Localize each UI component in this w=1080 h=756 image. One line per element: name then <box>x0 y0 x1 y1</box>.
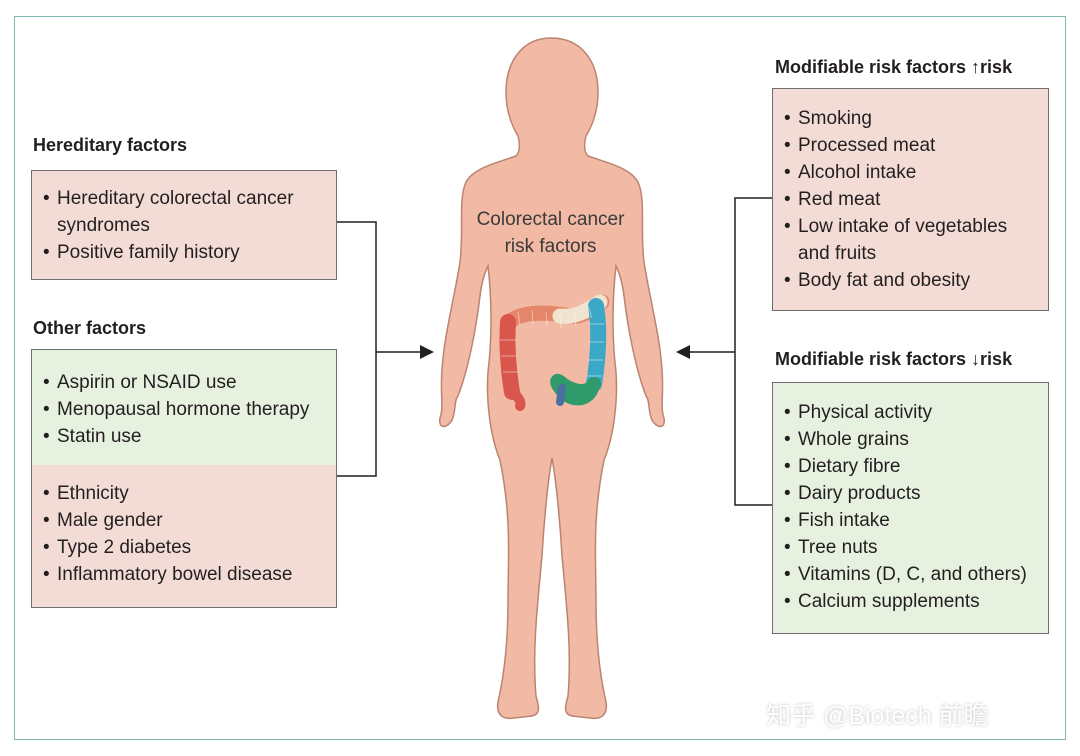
hereditary-list: Hereditary colorectal cancer syndromes P… <box>43 185 328 266</box>
body-label: Colorectal cancer risk factors <box>448 206 653 260</box>
list-item: Red meat <box>784 186 1040 213</box>
list-item: Menopausal hormone therapy <box>43 396 328 423</box>
list-item: Positive family history <box>43 239 328 266</box>
other-heading: Other factors <box>33 318 147 338</box>
figure-frame <box>14 16 1066 740</box>
watermark: 知乎 @Biotech 前瞻 <box>766 702 989 730</box>
other-pink-list: Ethnicity Male gender Type 2 diabetes In… <box>43 480 328 588</box>
list-item: Smoking <box>784 105 1040 132</box>
list-item: Low intake of vegetables and fruits <box>784 213 1016 267</box>
list-item: Hereditary colorectal cancer syndromes <box>43 185 307 239</box>
modifiable-down-heading: Modifiable risk factors ↓risk <box>775 349 1013 369</box>
right-bracket <box>734 197 772 506</box>
list-item: Male gender <box>43 507 328 534</box>
other-green-list: Aspirin or NSAID use Menopausal hormone … <box>43 369 328 450</box>
left-arrowhead <box>420 345 434 359</box>
list-item: Dietary fibre <box>784 453 1040 480</box>
body-label-line1: Colorectal cancer <box>476 209 625 230</box>
body-label-line2: risk factors <box>504 236 597 257</box>
colon-illustration <box>499 294 610 411</box>
other-green-section: Aspirin or NSAID use Menopausal hormone … <box>32 350 336 465</box>
list-item: Ethnicity <box>43 480 328 507</box>
list-item: Dairy products <box>784 480 1040 507</box>
modifiable-up-heading: Modifiable risk factors ↑risk <box>775 57 1013 77</box>
list-item: Aspirin or NSAID use <box>43 369 328 396</box>
modifiable-down-box: Physical activity Whole grains Dietary f… <box>772 382 1049 634</box>
list-item: Type 2 diabetes <box>43 534 328 561</box>
other-box: Aspirin or NSAID use Menopausal hormone … <box>31 349 337 608</box>
modifiable-down-list: Physical activity Whole grains Dietary f… <box>784 399 1040 615</box>
list-item: Whole grains <box>784 426 1040 453</box>
list-item: Tree nuts <box>784 534 1040 561</box>
list-item: Statin use <box>43 423 328 450</box>
list-item: Processed meat <box>784 132 1040 159</box>
left-bracket <box>337 221 377 477</box>
hereditary-box: Hereditary colorectal cancer syndromes P… <box>31 170 337 280</box>
list-item: Fish intake <box>784 507 1040 534</box>
list-item: Calcium supplements <box>784 588 1040 615</box>
right-arrowhead <box>676 345 690 359</box>
list-item: Body fat and obesity <box>784 267 1040 294</box>
modifiable-up-box: Smoking Processed meat Alcohol intake Re… <box>772 88 1049 311</box>
list-item: Vitamins (D, C, and others) <box>784 561 1040 588</box>
list-item: Inflammatory bowel disease <box>43 561 328 588</box>
list-item: Alcohol intake <box>784 159 1040 186</box>
list-item: Physical activity <box>784 399 1040 426</box>
other-pink-section: Ethnicity Male gender Type 2 diabetes In… <box>32 465 336 607</box>
hereditary-heading: Hereditary factors <box>33 135 188 155</box>
modifiable-up-list: Smoking Processed meat Alcohol intake Re… <box>784 105 1040 294</box>
